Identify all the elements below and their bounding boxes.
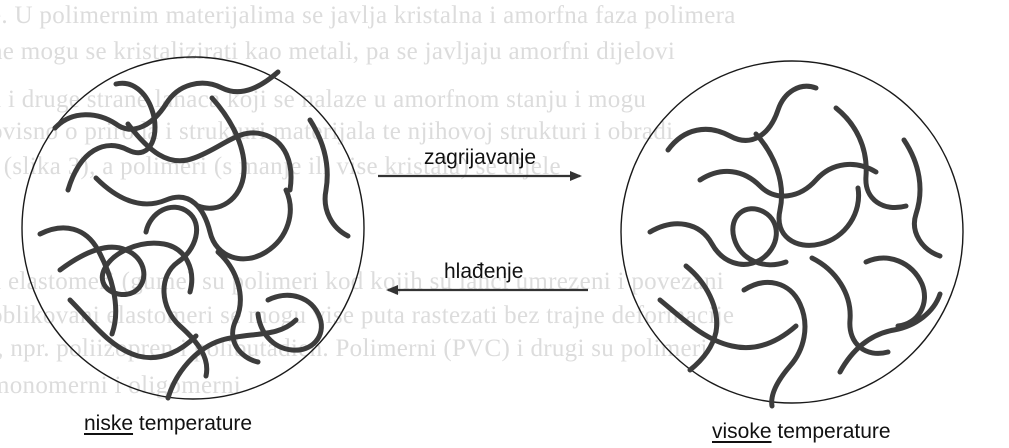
polymer-chain [665, 83, 819, 153]
heating-label: zagrijavanje [424, 146, 537, 169]
polymer-chain [863, 255, 927, 329]
polymer-chain [143, 204, 210, 379]
high-temperature-panel [620, 60, 964, 409]
polymer-chain [697, 161, 879, 199]
polymer-chain [809, 255, 891, 356]
low-temperature-circle [21, 56, 365, 400]
low-temperature-caption-rest: temperature [133, 412, 253, 435]
background-text-line: oblikovani elastomeri se mogu vise puta … [0, 302, 735, 329]
polymer-chain [837, 291, 943, 375]
background-text-line: ne mogu se kristalizirati kao metali, pa… [0, 38, 676, 65]
polymer-chain [93, 175, 293, 262]
high-temperature-caption: visoke temperature [712, 420, 891, 444]
polymer-chain [57, 240, 195, 297]
cooling-label: hlađenje [444, 260, 524, 283]
polymer-chain [741, 280, 808, 409]
high-temperature-circle [620, 60, 964, 404]
polymer-chain [647, 206, 789, 268]
background-text-line: e. U polimernim materijalima se javlja k… [0, 2, 736, 29]
polymer-chain [195, 95, 247, 211]
polymer-chain [657, 297, 799, 351]
polymer-chain [67, 297, 199, 361]
polymer-chain [215, 249, 261, 365]
background-text-line: a i druge strane lanaca koji se nalaze u… [0, 86, 647, 113]
polymer-chain [37, 225, 119, 337]
low-temperature-chains [37, 69, 351, 401]
high-temperature-caption-rest: temperature [771, 420, 891, 443]
polymer-chain [683, 263, 720, 373]
low-temperature-caption-emphasis: niske [84, 412, 134, 435]
low-temperature-panel [21, 56, 365, 401]
polymer-chain [255, 292, 324, 353]
background-text-line: monomerni i oligomerni [0, 372, 242, 399]
polymer-chain [307, 117, 351, 239]
polymer-chain [52, 69, 281, 132]
background-text-line: a elastomeri (gume) su polimeri kod koji… [0, 268, 724, 295]
low-temperature-caption: niske temperature [84, 412, 252, 436]
high-temperature-caption-emphasis: visoke [712, 420, 772, 443]
polymer-chain [901, 137, 943, 259]
polymer-chain [753, 131, 862, 248]
polymer-chain [165, 317, 299, 401]
polymer-chain [125, 121, 294, 193]
polymer-chain [833, 105, 909, 210]
high-temperature-chains [647, 83, 943, 409]
